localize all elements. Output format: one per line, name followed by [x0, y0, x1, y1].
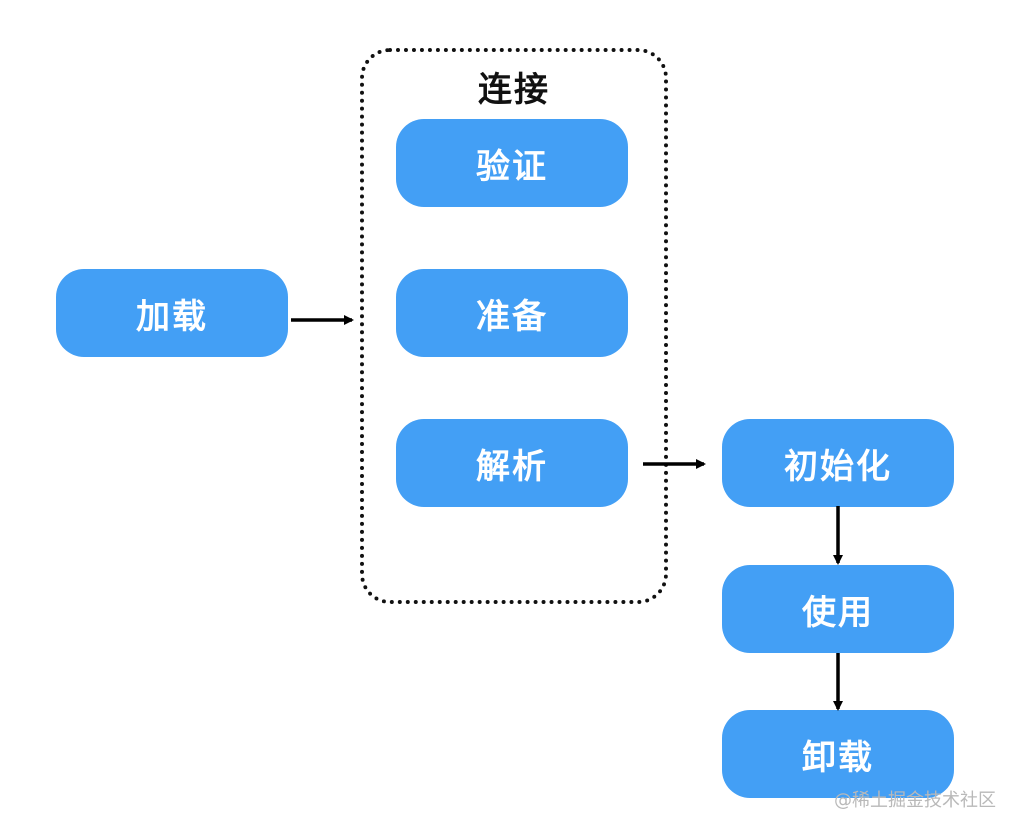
node-load: 加载 [56, 269, 288, 357]
node-use: 使用 [722, 565, 954, 653]
node-resolve: 解析 [396, 419, 628, 507]
node-verify: 验证 [396, 119, 628, 207]
watermark-text: @稀土掘金技术社区 [834, 790, 996, 811]
connection-group-title: 连接 [478, 70, 550, 110]
connection-group [360, 48, 668, 604]
node-prepare: 准备 [396, 269, 628, 357]
node-unload: 卸载 [722, 710, 954, 798]
node-initialize: 初始化 [722, 419, 954, 507]
